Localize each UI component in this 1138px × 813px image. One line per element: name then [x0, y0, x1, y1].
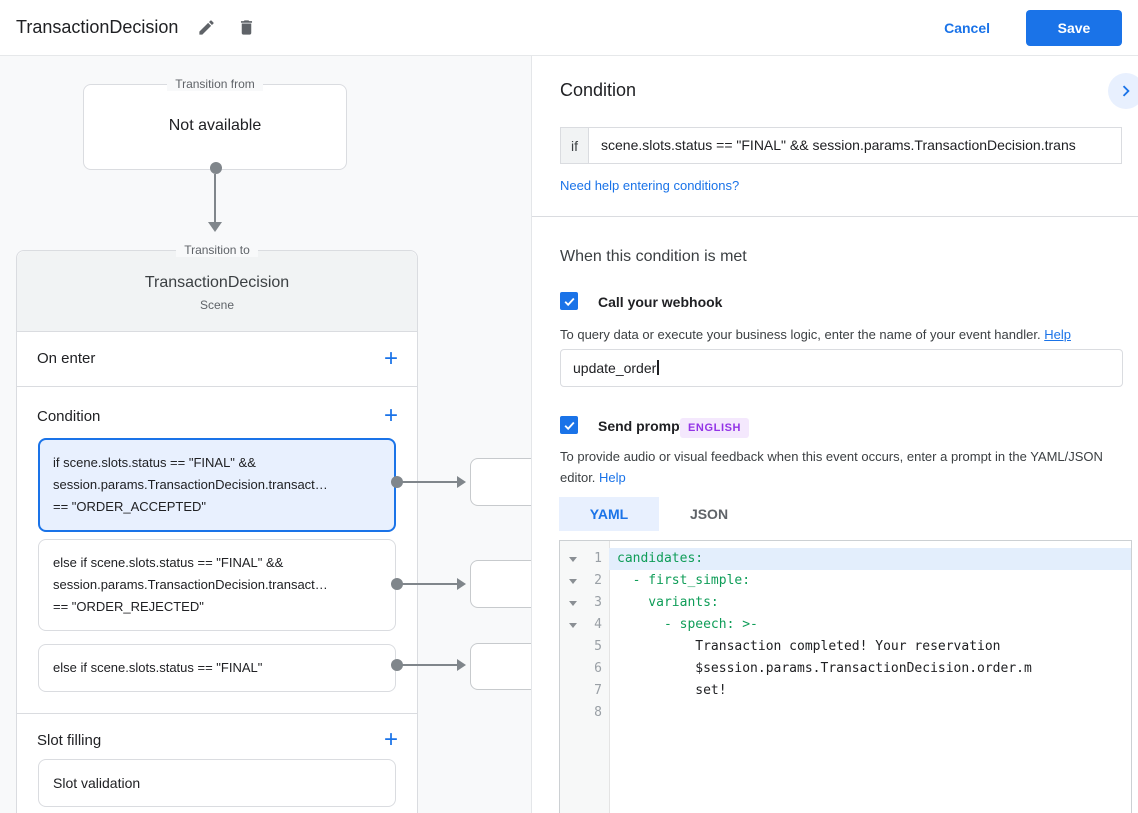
- code-line: 4 - speech: >-: [560, 614, 1131, 636]
- send-prompts-label: Send prompts: [598, 418, 693, 434]
- arrow-right-icon: [457, 578, 466, 590]
- chevron-right-icon: [1122, 85, 1130, 97]
- fold-arrow-icon[interactable]: [569, 557, 577, 562]
- code-line: 8: [594, 705, 602, 720]
- connector-line: [401, 664, 458, 666]
- webhook-helper-text: To query data or execute your business l…: [560, 327, 1071, 342]
- language-badge: ENGLISH: [680, 418, 750, 438]
- section-title: When this condition is met: [560, 248, 747, 265]
- add-condition-button[interactable]: +: [377, 402, 405, 430]
- slot-validation-card[interactable]: Slot validation: [38, 759, 396, 807]
- checkmark-icon: [564, 421, 575, 430]
- connector-line: [401, 481, 458, 483]
- top-bar: TransactionDecision Cancel Save: [0, 0, 1138, 56]
- transition-target-box[interactable]: [470, 643, 531, 690]
- condition-expression-input[interactable]: scene.slots.status == "FINAL" && session…: [588, 127, 1122, 164]
- arrow-down-icon: [208, 222, 222, 232]
- arrow-right-icon: [457, 659, 466, 671]
- call-webhook-label: Call your webhook: [598, 294, 723, 310]
- panel-title: Condition: [560, 80, 637, 100]
- transition-from-content: Not available: [168, 117, 262, 134]
- transition-to-box: TransactionDecision Scene On enter + Con…: [16, 250, 418, 813]
- prompts-help-link[interactable]: Help: [599, 470, 626, 485]
- collapse-panel-button[interactable]: [1108, 73, 1138, 109]
- scene-header: TransactionDecision Scene: [17, 251, 417, 332]
- code-line: 6 $session.params.TransactionDecision.or…: [594, 661, 1032, 676]
- fold-arrow-icon[interactable]: [569, 623, 577, 628]
- condition-card-selected[interactable]: if scene.slots.status == "FINAL" && sess…: [38, 438, 396, 532]
- code-lines: 1 candidates: 2 - first_simple: 3 varian…: [560, 541, 1131, 724]
- connector-dot: [391, 578, 403, 590]
- transition-from-legend: Transition from: [83, 77, 347, 91]
- send-prompts-checkbox[interactable]: [560, 416, 578, 434]
- page-title: TransactionDecision: [16, 17, 179, 37]
- tab-json[interactable]: JSON: [659, 497, 759, 531]
- condition-detail-panel: Condition if scene.slots.status == "FINA…: [531, 56, 1138, 813]
- scene-diagram-canvas: Not available Transition from Transactio…: [0, 56, 531, 813]
- code-line: 2 - first_simple:: [560, 570, 1131, 592]
- connector-line: [401, 583, 458, 585]
- text-caret: [657, 360, 659, 375]
- add-on-enter-button[interactable]: +: [377, 345, 405, 373]
- transition-from-box: Not available: [83, 84, 347, 170]
- tab-yaml[interactable]: YAML: [559, 497, 659, 531]
- conditions-help-link[interactable]: Need help entering conditions?: [560, 178, 740, 193]
- code-line: 1 candidates:: [560, 548, 1131, 570]
- transition-to-legend: Transition to: [16, 243, 418, 257]
- yaml-code-editor[interactable]: 1 candidates: 2 - first_simple: 3 varian…: [559, 540, 1132, 813]
- on-enter-label: On enter: [37, 350, 96, 367]
- condition-card[interactable]: else if scene.slots.status == "FINAL" &&…: [38, 539, 396, 631]
- delete-scene-button[interactable]: [231, 12, 262, 43]
- call-webhook-checkbox[interactable]: [560, 292, 578, 310]
- divider: [17, 386, 417, 387]
- checkmark-icon: [564, 297, 575, 306]
- condition-card[interactable]: else if scene.slots.status == "FINAL": [38, 644, 396, 692]
- slot-filling-label: Slot filling: [37, 732, 102, 749]
- divider: [532, 216, 1138, 217]
- event-handler-input[interactable]: update_order: [560, 349, 1123, 387]
- fold-arrow-icon[interactable]: [569, 601, 577, 606]
- code-line: 7 set!: [594, 683, 727, 698]
- add-slot-button[interactable]: +: [377, 726, 405, 754]
- save-button[interactable]: Save: [1026, 9, 1122, 46]
- fold-arrow-icon[interactable]: [569, 579, 577, 584]
- prompts-helper-text: To provide audio or visual feedback when…: [560, 449, 1103, 485]
- arrow-right-icon: [457, 476, 466, 488]
- code-line: 5 Transaction completed! Your reservatio…: [594, 639, 1001, 654]
- code-line: 3 variants:: [560, 592, 1131, 614]
- condition-section-label: Condition: [37, 408, 101, 425]
- divider: [17, 713, 417, 714]
- scene-type-label: Scene: [199, 298, 235, 312]
- if-prefix-label: if: [560, 127, 589, 164]
- connector-line: [214, 174, 216, 222]
- cancel-button[interactable]: Cancel: [944, 19, 990, 36]
- connector-dot: [210, 162, 222, 174]
- pencil-icon: [199, 20, 215, 35]
- scene-name: TransactionDecision: [144, 274, 290, 291]
- condition-expression-row: if scene.slots.status == "FINAL" && sess…: [560, 127, 1122, 164]
- webhook-help-link[interactable]: Help: [1044, 327, 1071, 342]
- connector-dot: [391, 476, 403, 488]
- connector-dot: [391, 659, 403, 671]
- transition-target-box[interactable]: [470, 458, 531, 506]
- edit-scene-button[interactable]: [191, 12, 222, 43]
- transition-target-box[interactable]: [470, 560, 531, 608]
- trash-icon: [241, 20, 253, 35]
